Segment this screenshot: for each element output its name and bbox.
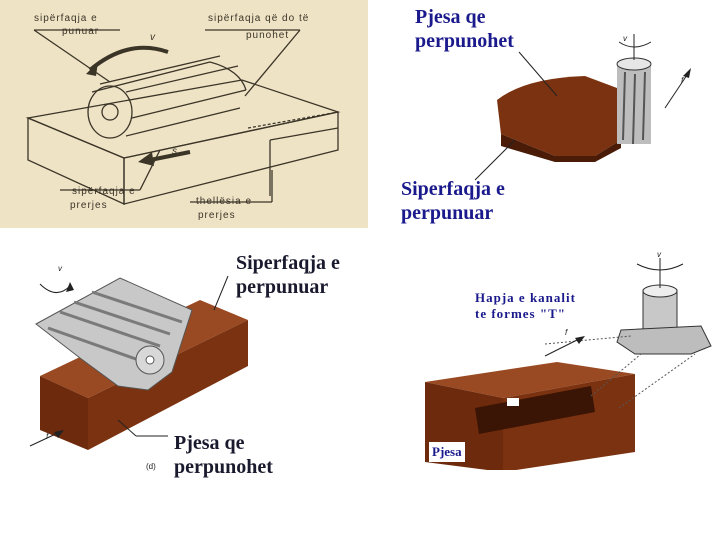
helical-milling-drawing [29,275,248,450]
label-t-slot-2: te formes "T" [475,306,566,321]
block-top-face [425,362,635,398]
workpiece-side-face [123,111,339,205]
label-cut-surface-2: prerjes [70,200,108,211]
block-front-face [40,376,88,450]
label-workpiece: Pjesa [429,442,465,462]
label-cut-surface: sipërfaqja e [72,186,136,197]
t-slot [475,386,595,434]
rotation-arrow-icon [39,283,71,293]
cutter-end-view [87,85,133,139]
label-machined-surface-2: punuar [62,26,100,37]
label-t-slot: Hapja e kanalit [475,290,576,305]
rotation-arrow-icon [88,45,169,72]
label-machined-surface: sipërfaqja e [34,13,98,24]
label-motion-f: f [46,432,49,441]
end-milling-panel: Pjesa qe perpunohet Siperfaqja e perpunu… [385,0,720,232]
label-workpiece-2: perpunohet [415,30,514,52]
label-cut-depth-2: prerjes [198,210,236,221]
label-surface-to-machine-2: punohet [246,30,290,41]
slab-milling-sketch-drawing [25,29,341,206]
block-side-face [88,320,248,450]
feed-arrow-icon [664,71,690,109]
workpiece-body [497,76,621,156]
label-machined-surface-2: perpunuar [401,202,494,224]
feed-arrow-icon [29,431,61,447]
workpiece-top-face [25,79,341,159]
label-machined-surface: Siperfaqja e [236,252,340,274]
label-motion-f: f [681,76,684,85]
label-surface-to-machine: sipërfaqja që do të [208,13,310,24]
label-motion-v: v [657,250,661,259]
end-milling-drawing [474,34,691,181]
label-machined-surface: Siperfaqja e [401,178,505,200]
feed-arrow-icon [544,337,582,357]
label-motion-f: f [565,328,568,337]
t-slot-cutter-head [616,325,712,355]
feed-arrow-icon [149,150,191,162]
label-cut-depth: thellësia e [196,196,253,207]
label-motion-s: s [172,146,178,157]
figure-tag: (d) [146,462,156,471]
label-motion-v: v [623,34,627,43]
slab-milling-sketch-panel: sipërfaqja e punuar sipërfaqja që do të … [0,0,368,228]
label-machined-surface-2: perpunuar [236,276,329,298]
label-workpiece: Pjesa qe [415,6,486,28]
label-motion-v: v [150,32,156,43]
t-slot-milling-panel: Hapja e kanalit te formes "T" Pjesa v f [395,236,720,470]
helical-milling-panel: Siperfaqja e perpunuar Pjesa qe perpunoh… [0,236,372,486]
label-motion-v: v [58,264,62,273]
label-workpiece: Pjesa qe [174,432,245,454]
t-slot-milling-drawing [425,258,712,470]
label-workpiece-2: perpunohet [174,456,273,478]
